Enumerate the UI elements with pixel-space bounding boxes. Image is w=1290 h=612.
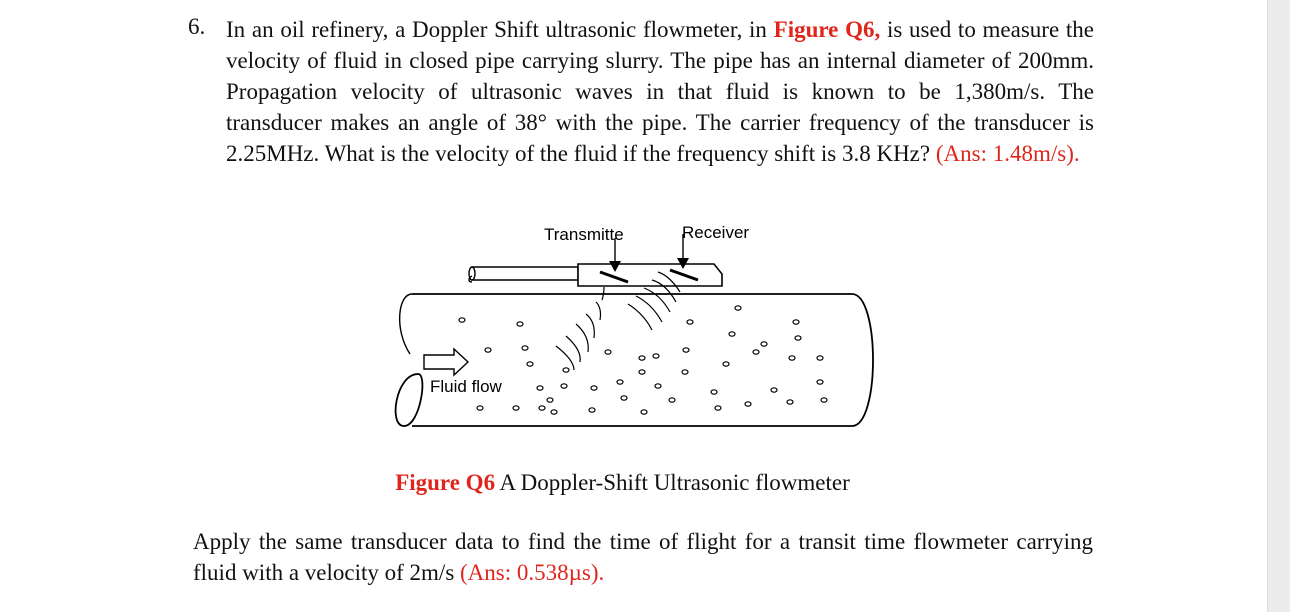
scrollbar[interactable] bbox=[1267, 0, 1290, 612]
question-text-part2: is used to measure the velocity of fluid… bbox=[226, 17, 1094, 166]
slurry-particles bbox=[458, 305, 828, 415]
pipe bbox=[394, 293, 874, 427]
flowmeter-diagram: Transmitte Receiver Fluid flow bbox=[394, 223, 874, 427]
followup-answer: (Ans: 0.538µs). bbox=[460, 560, 605, 585]
reflected-waves bbox=[627, 271, 681, 331]
question-text: In an oil refinery, a Doppler Shift ultr… bbox=[226, 14, 1094, 169]
cable bbox=[468, 266, 579, 283]
receiver-label: Receiver bbox=[682, 223, 749, 242]
caption-text: A Doppler-Shift Ultrasonic flowmeter bbox=[495, 470, 850, 495]
transducer-housing bbox=[577, 263, 723, 287]
figure-caption: Figure Q6 A Doppler-Shift Ultrasonic flo… bbox=[0, 470, 1245, 496]
transmitted-waves bbox=[555, 286, 605, 371]
followup-question: Apply the same transducer data to find t… bbox=[193, 526, 1093, 588]
transmitter-label: Transmitte bbox=[544, 225, 624, 244]
fluid-flow-label: Fluid flow bbox=[430, 377, 503, 396]
caption-figure-label: Figure Q6 bbox=[395, 470, 496, 495]
question-number: 6. bbox=[188, 14, 206, 39]
receiver-crystal bbox=[669, 268, 699, 282]
transmitter-pointer bbox=[609, 238, 621, 272]
question-answer: (Ans: 1.48m/s). bbox=[935, 141, 1080, 166]
receiver-pointer bbox=[677, 234, 689, 269]
transmitter-crystal bbox=[599, 270, 629, 284]
flowmeter-figure: Transmitte Receiver Fluid flow bbox=[380, 212, 900, 442]
fluid-flow-arrow bbox=[423, 347, 470, 377]
question-text-part1: In an oil refinery, a Doppler Shift ultr… bbox=[226, 17, 774, 42]
figure-reference: Figure Q6, bbox=[773, 17, 881, 42]
followup-text: Apply the same transducer data to find t… bbox=[193, 529, 1093, 585]
